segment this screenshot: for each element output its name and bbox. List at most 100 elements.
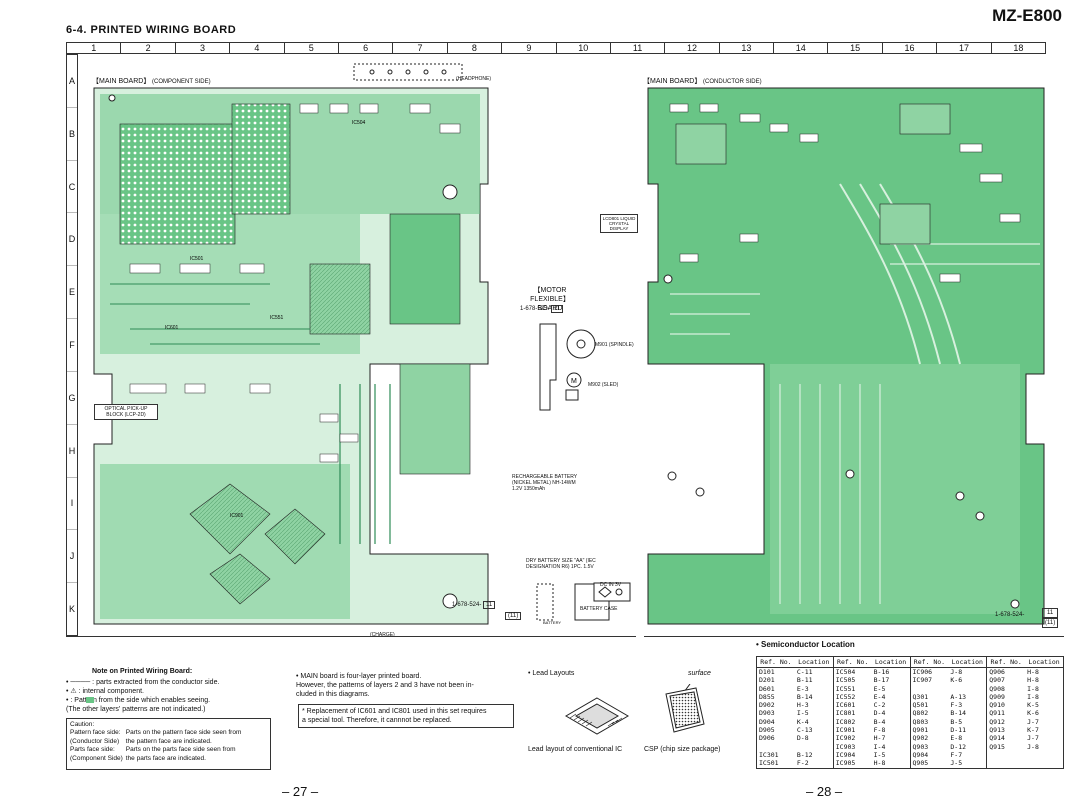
location-cell: H-7: [873, 734, 886, 743]
row-label: E: [67, 266, 77, 320]
location-cell: J-8: [950, 668, 963, 676]
location-cell: F-7: [950, 750, 963, 759]
ref-no-cell: IC902: [832, 734, 872, 743]
location-cell: I-5: [796, 709, 809, 718]
location-cell: E-5: [873, 684, 886, 693]
ref-no-cell: Q915: [986, 742, 1026, 751]
ref-no-cell: Q802: [909, 709, 949, 718]
column-label: 17: [937, 43, 992, 53]
location-cell: F-3: [950, 701, 963, 710]
ref-no-cell: IC901: [832, 726, 872, 735]
location-cell: H-8: [1027, 668, 1039, 676]
column-label: 18: [1013, 43, 1024, 53]
model-number: MZ-E800: [992, 6, 1062, 25]
column-label: 14: [774, 43, 829, 53]
ref-no-cell: [986, 759, 1026, 769]
note-bullet: • ──── : parts extracted from the conduc…: [66, 679, 220, 686]
replacement-note: * Replacement of IC601 and IC801 used in…: [298, 704, 514, 728]
location-cell: B-17: [873, 676, 890, 685]
right-pcb-board: [647, 87, 1045, 625]
sled-motor-tag: M902 (SLED): [588, 382, 619, 388]
location-cell: J-5: [950, 759, 963, 768]
divider: [66, 636, 636, 637]
ref-no-cell: IC907: [909, 676, 949, 685]
column-label: 16: [883, 43, 938, 53]
column-label: 2: [121, 43, 176, 53]
ref-no-cell: Q906: [986, 667, 1026, 677]
location-cell: B-14: [950, 709, 967, 718]
ref-no-cell: Q908: [986, 684, 1026, 693]
column-label: 3: [176, 43, 231, 53]
ref-no-cell: Q914: [986, 734, 1026, 743]
location-cell: E-8: [950, 734, 963, 743]
charge-tag: (CHARGE): [370, 632, 395, 638]
row-label: C: [67, 161, 77, 214]
location-cell: I-4: [873, 742, 886, 751]
note-bullet: • ⚠ : internal component.: [66, 688, 144, 695]
caution-table: Pattern face side:Parts on the pattern f…: [70, 729, 242, 762]
location-cell: E-3: [796, 684, 809, 693]
location-cell: [1025, 759, 1063, 768]
ref-no-cell: IC903: [832, 742, 872, 751]
ref-no-cell: Q905: [909, 759, 949, 769]
ref-no-cell: D101: [759, 668, 775, 676]
notes-list: • ──── : parts extracted from the conduc…: [66, 678, 286, 714]
location-cell: H-3: [796, 701, 809, 710]
ref-no-cell: IC601: [832, 701, 872, 710]
headphone-tag: (HEADPHONE): [456, 76, 492, 82]
ref-no-cell: Q301: [909, 692, 949, 702]
location-cell: [795, 743, 833, 751]
column-label: 1: [67, 43, 122, 53]
ref-no-cell: Q913: [986, 726, 1026, 735]
location-cell: K-4: [796, 717, 809, 726]
left-pcb-board: IC501 IC601 IC551 IC504 IC901: [93, 87, 489, 625]
ref-no-cell: Q909: [986, 692, 1026, 702]
row-label: H: [67, 425, 77, 478]
spindle-motor-tag: M901 (SPINDLE): [595, 342, 634, 348]
ref-no-cell: IC501: [759, 759, 779, 768]
conventional-ic-caption: Lead layout of conventional IC: [528, 746, 623, 753]
dc-in-jack-drawing: [593, 582, 631, 602]
row-label: K: [68, 604, 75, 615]
semiconductor-table: Ref. No.Location Ref. No.Location Ref. N…: [756, 656, 1064, 769]
pattern-swatch: [86, 697, 94, 703]
location-cell: D-4: [873, 709, 886, 718]
column-label: 6: [339, 43, 394, 53]
location-cell: J-8: [1027, 742, 1039, 751]
ref-no-cell: Q803: [909, 717, 949, 727]
rechargeable-battery-tag: RECHARGEABLE BATTERY (NICKEL METAL) NH-1…: [512, 474, 578, 492]
ref-no-cell: D201: [759, 676, 775, 685]
csp-caption: CSP (chip size package): [644, 746, 721, 753]
caution-title: Caution:: [70, 721, 95, 728]
ref-no-cell: IC552: [832, 692, 872, 702]
ref-no-cell: Q907: [986, 676, 1026, 685]
ref-no-cell: IC505: [832, 676, 872, 685]
ref-no-cell: IC905: [832, 759, 872, 769]
right-board-label: 【MAIN BOARD】 (CONDUCTOR SIDE): [643, 78, 762, 85]
location-cell: D-8: [796, 734, 809, 743]
right-board-code: 1-678-524-: [995, 612, 1025, 618]
ref-no-cell: Q501: [909, 701, 949, 710]
divider: [644, 636, 1064, 637]
dry-battery-tag: DRY BATTERY SIZE "AA" (IEC DESIGNATION R…: [526, 558, 596, 570]
column-label: 7: [393, 43, 448, 53]
location-cell: B-5: [950, 717, 963, 726]
surface-label: surface: [688, 670, 711, 677]
note-bullet: • : Pattern from the side which enables …: [66, 697, 211, 704]
location-cell: [1025, 751, 1063, 759]
row-label: G: [67, 372, 77, 425]
ref-no-cell: Q904: [909, 750, 949, 760]
row-label: J: [67, 530, 77, 584]
location-cell: E-4: [873, 692, 886, 701]
note-bullet: (The other layers' patterns are not indi…: [66, 706, 206, 713]
battery-case-drawing: BATTERY: [536, 583, 610, 625]
motor-board-code: 1-678-525- 11: [520, 305, 564, 313]
row-label: D: [67, 213, 77, 267]
location-cell: B-14: [796, 692, 813, 701]
